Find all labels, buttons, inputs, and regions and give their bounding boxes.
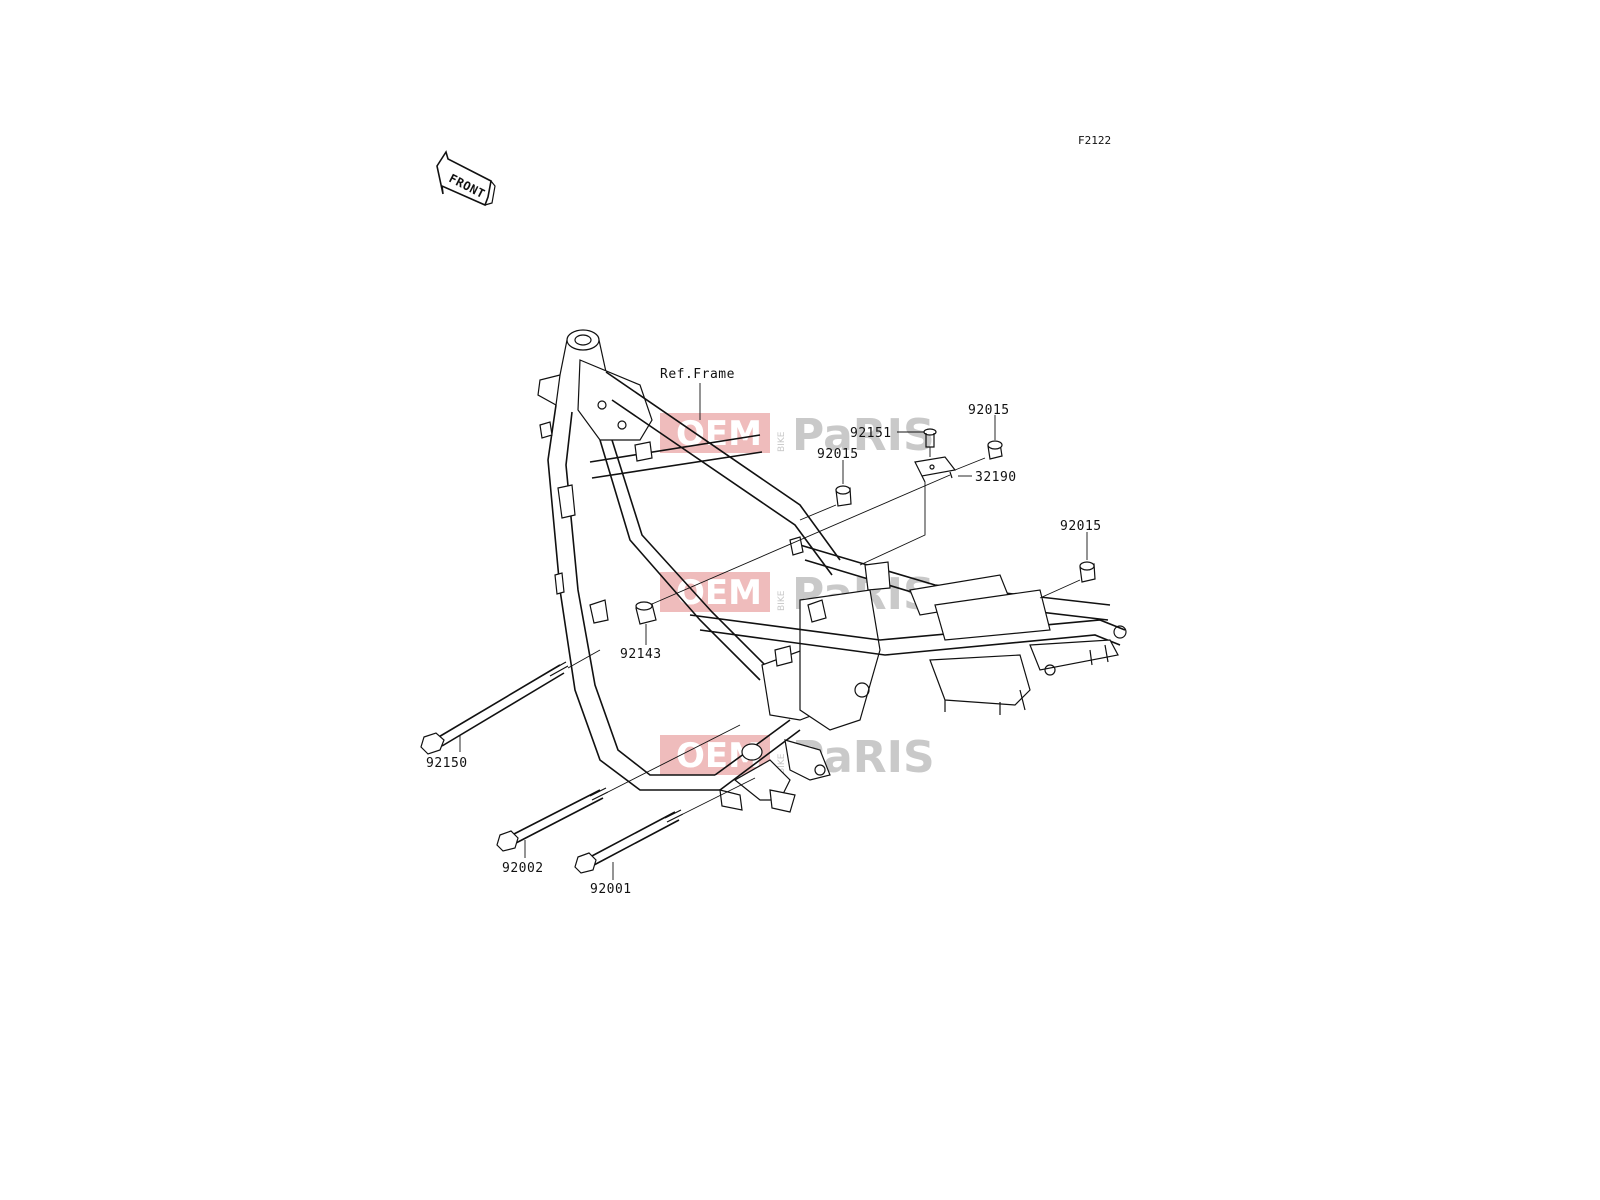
part-32190-bracket[interactable]: 32190: [859, 447, 1017, 566]
ref-frame-label: Ref.Frame: [660, 367, 735, 382]
ref-frame-callout: Ref.Frame: [660, 367, 735, 420]
part-92015-collar-right[interactable]: 92015: [1039, 519, 1102, 599]
svg-text:OEM: OEM: [676, 573, 762, 613]
part-number: 92001: [590, 882, 632, 897]
part-number: 92002: [502, 861, 544, 876]
part-number: 92151: [850, 426, 892, 441]
svg-text:OEM: OEM: [676, 414, 762, 454]
part-number: 92015: [968, 403, 1010, 418]
part-92001-bolt[interactable]: 92001: [574, 777, 756, 897]
motorcycle-frame: [537, 329, 1127, 813]
part-92151-bolt[interactable]: 92151: [850, 426, 937, 448]
svg-text:BIKE: BIKE: [777, 753, 787, 774]
part-number: 92015: [1060, 519, 1102, 534]
part-number: 32190: [975, 470, 1017, 485]
watermark-1: OEM BIKE PaRIS: [660, 410, 935, 461]
front-arrow-icon: FRONT: [436, 150, 496, 207]
part-92015-collar-center[interactable]: 92015: [799, 447, 859, 521]
part-number: 92143: [620, 647, 662, 662]
svg-text:PaRIS: PaRIS: [792, 410, 935, 461]
svg-text:BIKE: BIKE: [777, 590, 787, 611]
part-92002-bolt[interactable]: 92002: [496, 724, 741, 876]
watermark-2: OEM BIKE PaRIS: [660, 569, 935, 620]
svg-text:BIKE: BIKE: [777, 431, 787, 452]
part-number: 92015: [817, 447, 859, 462]
diagram-code: F2122: [1078, 134, 1111, 147]
part-92150-bolt[interactable]: 92150: [420, 649, 601, 771]
part-92015-collar-top[interactable]: 92015: [954, 403, 1010, 471]
part-number: 92150: [426, 756, 468, 771]
part-92143-spacer[interactable]: 92143: [620, 474, 951, 662]
